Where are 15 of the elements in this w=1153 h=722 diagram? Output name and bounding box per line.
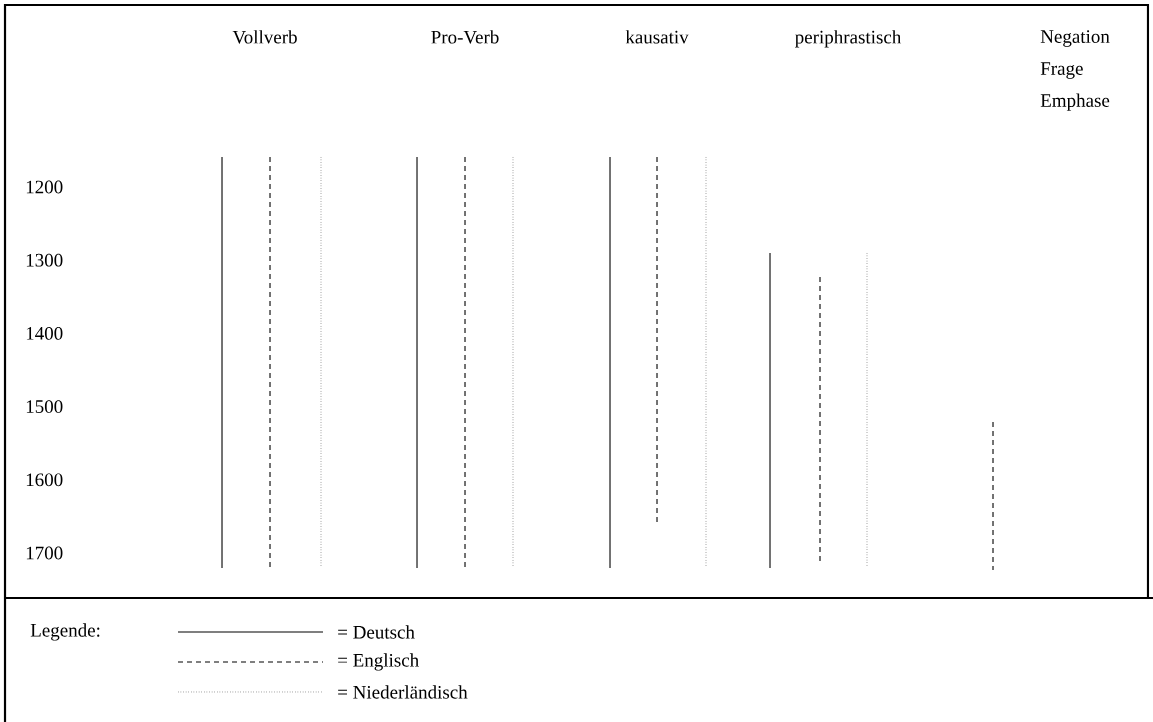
year-label: 1400 — [26, 327, 63, 340]
legend-text: = Englisch — [338, 653, 419, 671]
column-heading: Pro-Verb — [431, 30, 499, 44]
legend-text: = Deutsch — [338, 625, 415, 639]
column-heading: Vollverb — [232, 30, 297, 44]
year-label: 1500 — [26, 400, 63, 413]
column-heading: periphrastisch — [795, 30, 902, 48]
legend-text: = Niederländisch — [338, 685, 468, 699]
year-label: 1200 — [26, 180, 63, 194]
column-heading: kausativ — [625, 30, 689, 44]
year-label: 1600 — [26, 473, 63, 487]
legend-title: Legende: — [30, 623, 100, 641]
column-heading: Negation Frage Emphase — [1040, 30, 1110, 111]
year-label: 1300 — [26, 253, 63, 267]
year-label: 1700 — [26, 546, 63, 560]
